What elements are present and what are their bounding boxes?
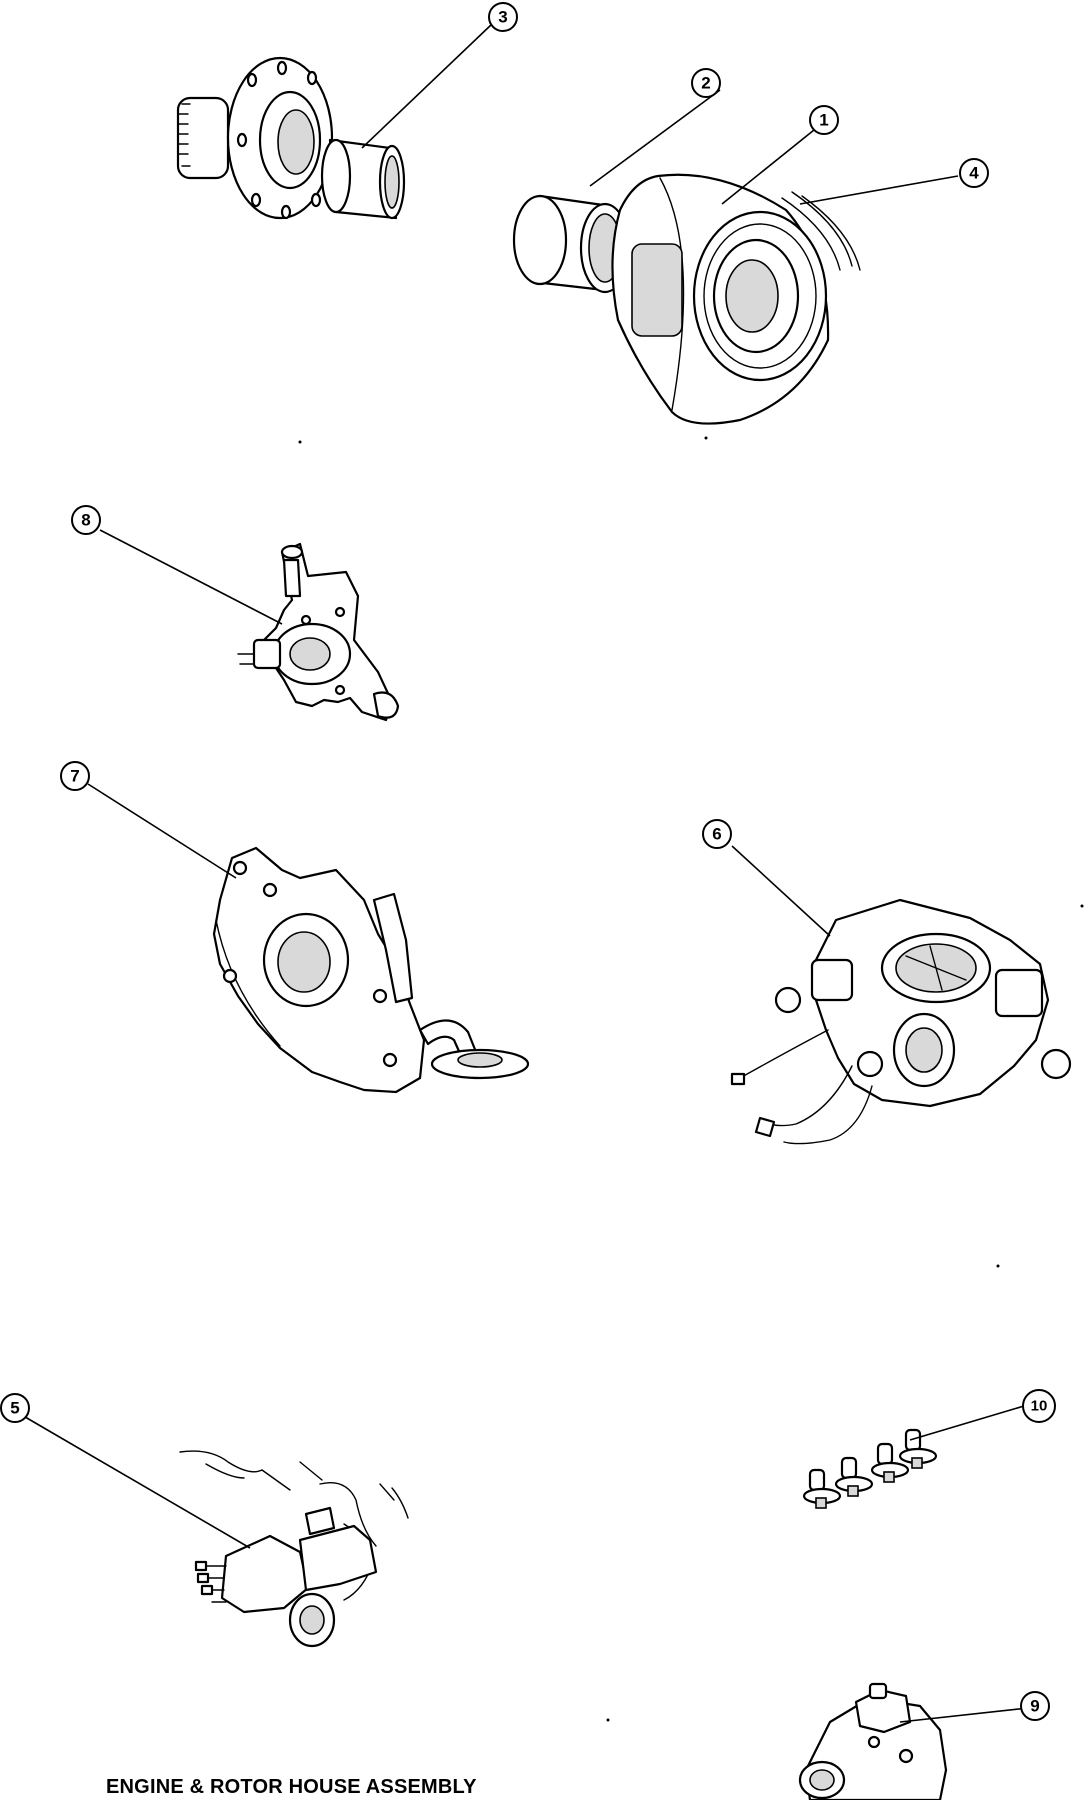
callout-10: 10 — [1022, 1389, 1056, 1423]
speck — [606, 1718, 610, 1722]
svg-text:3: 3 — [498, 8, 507, 27]
svg-text:10: 10 — [1031, 1398, 1048, 1415]
callout-8: 8 — [71, 505, 101, 535]
svg-text:1: 1 — [819, 111, 828, 130]
callout-3: 3 — [488, 2, 518, 32]
svg-text:5: 5 — [10, 1399, 19, 1418]
speck — [1080, 904, 1084, 908]
svg-text:6: 6 — [712, 825, 721, 844]
leader-lines — [19, 23, 1029, 1723]
water-pump-icon — [237, 542, 400, 722]
bolts-icon — [802, 1428, 938, 1509]
speck — [704, 436, 708, 440]
svg-text:8: 8 — [81, 511, 90, 530]
callout-6: 6 — [702, 819, 732, 849]
callout-1: 1 — [809, 105, 839, 135]
svg-text:4: 4 — [969, 164, 979, 183]
speck — [298, 440, 302, 444]
oil-pump-housing-icon — [212, 846, 530, 1094]
callout-2: 2 — [691, 68, 721, 98]
speck — [996, 1264, 1000, 1268]
apex-seals-icon — [781, 191, 861, 271]
callout-4: 4 — [959, 158, 989, 188]
rotor-icon — [611, 173, 830, 425]
distributor-icon — [179, 1450, 409, 1648]
svg-text:7: 7 — [70, 767, 79, 786]
carburetor-icon — [730, 898, 1072, 1145]
diagram-caption: ENGINE & ROTOR HOUSE ASSEMBLY — [106, 1776, 477, 1798]
eccentric-shaft-gear-icon — [176, 56, 406, 220]
svg-text:9: 9 — [1030, 1697, 1039, 1716]
callout-7: 7 — [60, 761, 90, 791]
callout-5: 5 — [0, 1393, 30, 1423]
injection-pump-icon — [798, 1682, 948, 1800]
callout-9: 9 — [1020, 1691, 1050, 1721]
svg-text:2: 2 — [701, 74, 710, 93]
